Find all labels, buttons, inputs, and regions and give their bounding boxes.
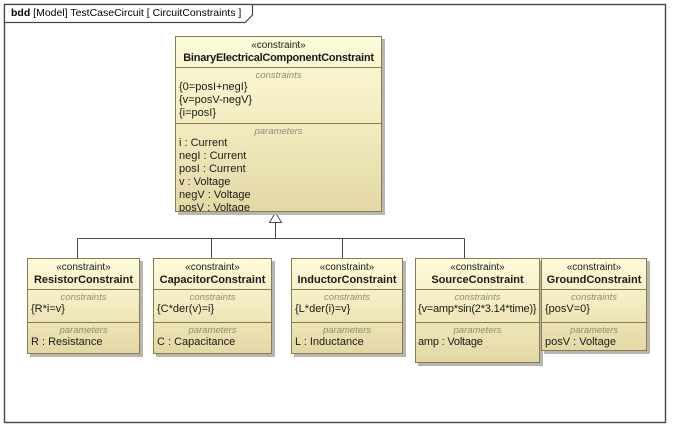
block-header: «constraint» CapacitorConstraint bbox=[154, 259, 271, 289]
constraints-compartment-label: constraints bbox=[60, 292, 107, 303]
block-header: «constraint» GroundConstraint bbox=[542, 259, 646, 289]
parameters-compartment-label: parameters bbox=[322, 325, 372, 336]
constraint-expression[interactable]: {C*der(v)=i} bbox=[157, 303, 215, 315]
stereotype-label: «constraint» bbox=[251, 40, 306, 51]
stereotype-label: «constraint» bbox=[566, 262, 622, 273]
parameter-item[interactable]: negV : Voltage bbox=[179, 189, 251, 201]
parameter-item[interactable]: negI : Current bbox=[179, 150, 247, 162]
constraint-expression[interactable]: {0=posI+negI} bbox=[179, 81, 248, 93]
parameters-compartment-label: parameters bbox=[188, 325, 237, 336]
block-name: InductorConstraint bbox=[297, 274, 397, 286]
generalization-connector[interactable] bbox=[77, 211, 465, 259]
diagram-tab: bdd [Model] TestCaseCircuit [ CircuitCon… bbox=[11, 7, 241, 19]
parameters-compartment: parameters R : Resistance bbox=[28, 322, 139, 353]
parameters-compartment: parameters C : Capacitance bbox=[154, 322, 271, 353]
parameter-item[interactable]: posV : Voltage bbox=[545, 336, 616, 348]
constraint-expression[interactable]: {L*der(i)=v} bbox=[295, 303, 351, 315]
parameter-item[interactable]: posI : Current bbox=[179, 163, 246, 175]
constraints-compartment: constraints {v=amp*sin(2*3.14*time)} bbox=[416, 289, 539, 322]
block-name: BinaryElectricalComponentConstraint bbox=[183, 52, 374, 64]
block-header: «constraint» SourceConstraint bbox=[416, 259, 539, 289]
block-source-constraint[interactable]: «constraint» SourceConstraint constraint… bbox=[415, 258, 540, 363]
parameter-item[interactable]: i : Current bbox=[179, 137, 228, 149]
constraints-compartment: constraints {L*der(i)=v} bbox=[292, 289, 402, 322]
stereotype-label: «constraint» bbox=[450, 262, 505, 273]
parameters-compartment: parameters L : Inductance bbox=[292, 322, 402, 353]
diagram-kind: bdd bbox=[11, 7, 31, 19]
block-inductor-constraint[interactable]: «constraint» InductorConstraint constrai… bbox=[291, 258, 403, 354]
block-name: CapacitorConstraint bbox=[159, 274, 266, 286]
generalization-triangle-icon bbox=[268, 211, 283, 223]
constraints-compartment-label: constraints bbox=[324, 292, 370, 303]
constraint-expression[interactable]: {R*i=v} bbox=[31, 303, 65, 315]
parameters-compartment-label: parameters bbox=[254, 126, 303, 137]
constraints-compartment-label: constraints bbox=[189, 292, 236, 303]
constraints-compartment: constraints {0=posI+negI} {v=posV-negV} … bbox=[176, 67, 381, 123]
constraints-compartment-label: constraints bbox=[255, 70, 302, 81]
parameters-compartment: parameters amp : Voltage bbox=[416, 322, 539, 362]
constraints-compartment: constraints {C*der(v)=i} bbox=[154, 289, 271, 322]
stereotype-label: «constraint» bbox=[185, 262, 240, 273]
block-capacitor-constraint[interactable]: «constraint» CapacitorConstraint constra… bbox=[153, 258, 272, 354]
constraint-expression[interactable]: {v=amp*sin(2*3.14*time)} bbox=[418, 303, 537, 315]
constraints-compartment-label: constraints bbox=[454, 292, 501, 303]
block-header: «constraint» ResistorConstraint bbox=[28, 259, 139, 289]
constraints-compartment-label: constraints bbox=[571, 292, 617, 303]
block-resistor-constraint[interactable]: «constraint» ResistorConstraint constrai… bbox=[27, 258, 140, 354]
parameters-compartment-label: parameters bbox=[453, 325, 502, 336]
constraint-expression[interactable]: {posV=0} bbox=[545, 303, 590, 315]
block-header: «constraint» BinaryElectricalComponentCo… bbox=[176, 37, 381, 67]
diagram-tab-shape bbox=[3, 3, 254, 24]
block-name: SourceConstraint bbox=[431, 274, 524, 286]
stereotype-label: «constraint» bbox=[319, 262, 375, 273]
constraints-compartment: constraints {R*i=v} bbox=[28, 289, 139, 322]
parameters-compartment: parameters i : Current negI : Current po… bbox=[176, 123, 381, 211]
block-header: «constraint» InductorConstraint bbox=[292, 259, 402, 289]
constraints-compartment: constraints {posV=0} bbox=[542, 289, 646, 322]
constraint-expression[interactable]: {v=posV-negV} bbox=[179, 94, 253, 106]
diagram-title: [Model] TestCaseCircuit [ CircuitConstra… bbox=[30, 7, 242, 19]
parameter-item[interactable]: R : Resistance bbox=[31, 336, 103, 348]
parameter-item[interactable]: L : Inductance bbox=[295, 336, 364, 348]
parameter-item[interactable]: posV : Voltage bbox=[179, 202, 250, 211]
constraint-expression[interactable]: {i=posI} bbox=[179, 107, 217, 119]
parameters-compartment-label: parameters bbox=[569, 325, 619, 336]
block-name: GroundConstraint bbox=[546, 274, 642, 286]
parameter-item[interactable]: amp : Voltage bbox=[418, 336, 483, 348]
parameters-compartment: parameters posV : Voltage bbox=[542, 322, 646, 350]
parameter-item[interactable]: v : Voltage bbox=[179, 176, 231, 188]
block-ground-constraint[interactable]: «constraint» GroundConstraint constraint… bbox=[541, 258, 647, 351]
parameters-compartment-label: parameters bbox=[59, 325, 108, 336]
block-binary-electrical-component-constraint[interactable]: «constraint» BinaryElectricalComponentCo… bbox=[175, 36, 382, 212]
stereotype-label: «constraint» bbox=[56, 262, 111, 273]
parameter-item[interactable]: C : Capacitance bbox=[157, 336, 236, 348]
block-name: ResistorConstraint bbox=[33, 274, 134, 286]
